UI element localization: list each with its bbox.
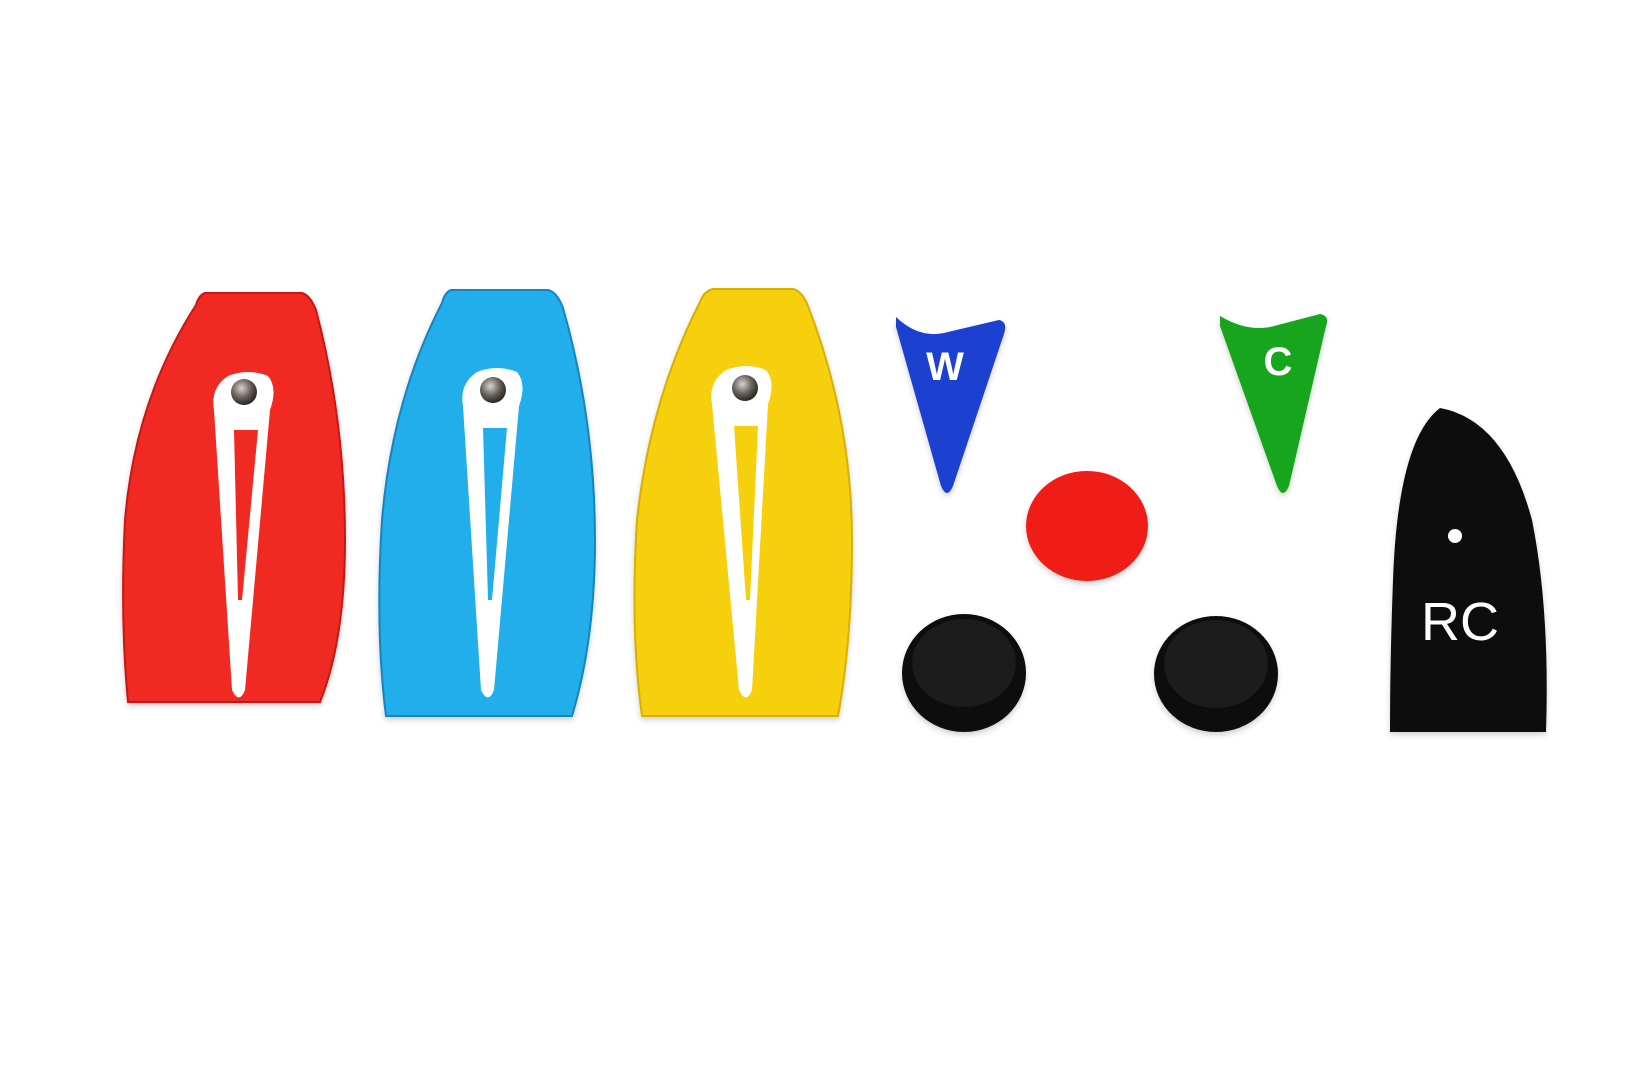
red-boat-boom-slot (234, 430, 258, 600)
committee-boat-piece[interactable]: RC (1390, 408, 1547, 732)
windward-marker-piece[interactable]: W (896, 317, 1006, 493)
red-boat-rivet-icon (231, 379, 257, 405)
yellow-boat-piece[interactable] (633, 288, 854, 717)
committee-boat-hole-icon (1448, 529, 1462, 543)
course-marker-shape (1220, 314, 1328, 493)
committee-boat-label: RC (1421, 592, 1499, 652)
yellow-boat-rivet-icon (732, 375, 758, 401)
yellow-boat-boom-slot (734, 426, 758, 600)
committee-boat-shape (1390, 408, 1547, 732)
blue-boat-boom-slot (483, 428, 507, 600)
red-boat-piece[interactable] (122, 292, 347, 703)
blue-boat-piece[interactable] (378, 289, 597, 717)
black-disc-right-piece[interactable] (1154, 616, 1278, 732)
course-marker-label: C (1264, 340, 1293, 384)
black-disc-right-highlight (1164, 620, 1268, 708)
red-disc-piece[interactable] (1026, 471, 1148, 581)
windward-marker-label: W (926, 345, 964, 389)
black-disc-left-piece[interactable] (902, 614, 1026, 732)
blue-boat-rivet-icon (480, 377, 506, 403)
windward-marker-shape (896, 317, 1006, 493)
red-disc (1026, 471, 1148, 581)
course-marker-piece[interactable]: C (1220, 314, 1328, 493)
black-disc-left-highlight (912, 619, 1016, 707)
